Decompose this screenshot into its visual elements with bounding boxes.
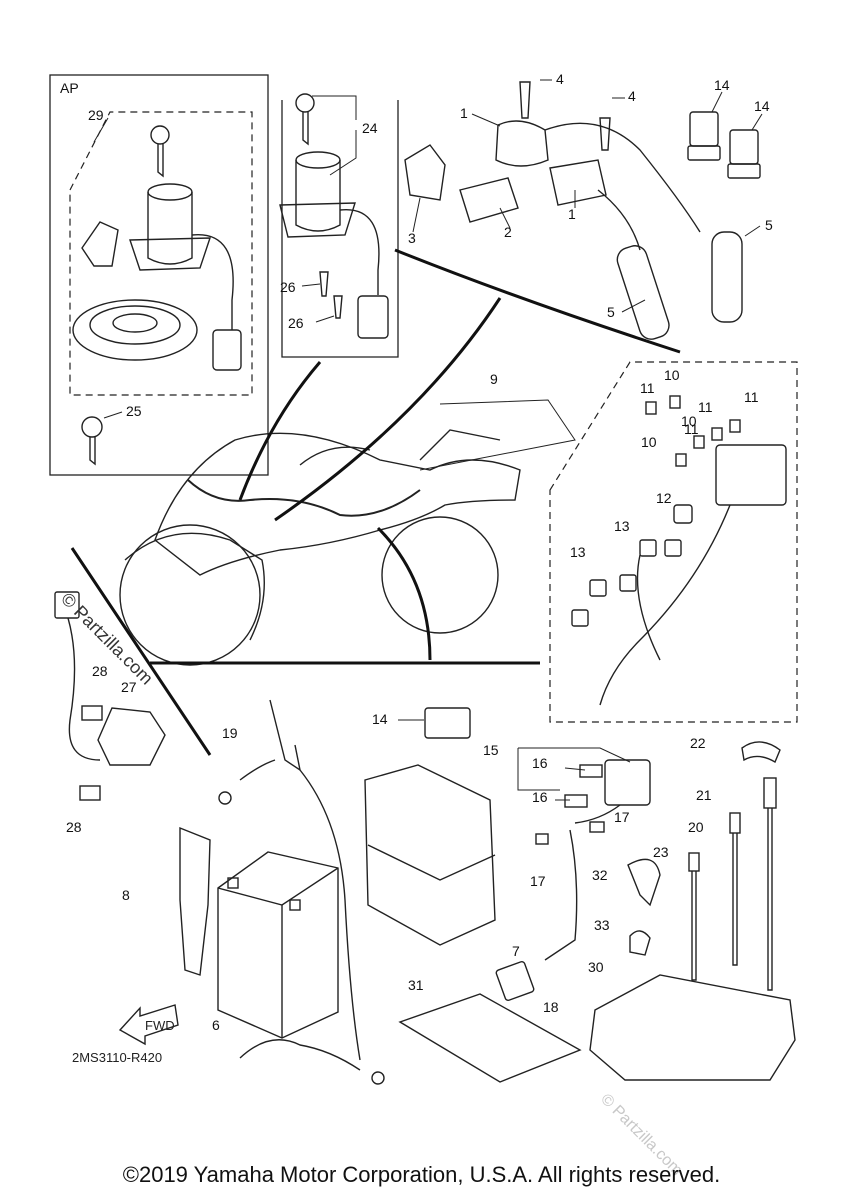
callout-number: 20	[688, 819, 704, 835]
callout-number: 33	[594, 917, 610, 933]
sensor-27-icon	[54, 591, 166, 801]
callout-number: 4	[628, 88, 636, 104]
sheet-31	[398, 993, 582, 1083]
callout-number: 15	[483, 742, 499, 758]
callout-number: 14	[372, 711, 388, 727]
callout-number: 11	[698, 399, 713, 415]
battery-cover-icon	[364, 764, 496, 946]
callout-number: 11	[640, 380, 655, 396]
callout-number: 10	[664, 367, 680, 383]
relay-assembly-icon	[404, 81, 743, 340]
clamp-33-icon	[629, 930, 651, 956]
callout-number: 1	[568, 206, 576, 222]
callout-number: 10	[681, 413, 697, 429]
key-blank-icon	[81, 416, 103, 466]
callout-number: 28	[66, 819, 82, 835]
callout-number: 11	[744, 389, 759, 405]
ap-kit-box	[49, 74, 269, 476]
fuse-box-icon	[571, 444, 787, 706]
callout-number: 1	[460, 105, 468, 121]
cable-19-icon	[218, 699, 361, 1061]
bolt-17-icon	[535, 821, 605, 845]
callout-number: 31	[408, 977, 424, 993]
callout-number: 17	[614, 809, 630, 825]
battery-icon	[217, 851, 339, 1039]
relay-14-mid-icon	[398, 707, 471, 739]
callout-number: 13	[570, 544, 586, 560]
callout-number: 16	[532, 755, 548, 771]
callout-number: 14	[714, 77, 730, 93]
motorcycle-outline	[119, 429, 521, 666]
bracket-8	[179, 826, 211, 976]
relay-14-icon	[687, 111, 761, 179]
callout-number: 19	[222, 725, 238, 741]
callout-number: 13	[614, 518, 630, 534]
key-set-icon	[279, 93, 389, 339]
callout-number: 24	[362, 120, 378, 136]
callout-number: 5	[607, 304, 615, 320]
clamp-32-icon	[627, 858, 661, 907]
callout-number: 26	[280, 279, 296, 295]
callout-number: 25	[126, 403, 142, 419]
callout-number: 4	[556, 71, 564, 87]
main-switch-icon	[129, 183, 242, 371]
callout-number: 30	[588, 959, 604, 975]
fwd-arrow-icon	[118, 1004, 179, 1046]
fwd-label: FWD	[145, 1018, 175, 1033]
callout-number: 9	[490, 371, 498, 387]
callout-number: 16	[532, 789, 548, 805]
fuses-icon	[645, 395, 741, 467]
callout-number: 27	[121, 679, 137, 695]
copyright-notice: ©2019 Yamaha Motor Corporation, U.S.A. A…	[122, 1162, 721, 1187]
fuel-cap-icon	[72, 299, 198, 361]
tray-30	[589, 974, 796, 1081]
callout-number: 11	[684, 421, 699, 437]
callout-number: 8	[122, 887, 130, 903]
ignition-key-icon	[150, 125, 170, 178]
callout-number: 28	[92, 663, 108, 679]
callout-number: 29	[88, 107, 104, 123]
callout-number: 17	[530, 873, 546, 889]
seat-lock-icon	[81, 221, 119, 267]
callout-number: AP	[60, 80, 79, 96]
callout-number: 26	[288, 315, 304, 331]
callout-number: 21	[696, 787, 712, 803]
callout-number: 14	[754, 98, 770, 114]
cable-ties-icon	[688, 777, 777, 991]
callout-number: 32	[592, 867, 608, 883]
cable-18-icon	[495, 829, 578, 1002]
starter-relay-icon	[564, 759, 651, 824]
callout-number: 12	[656, 490, 672, 506]
callout-number: 23	[653, 844, 669, 860]
callout-number: 10	[641, 434, 657, 450]
clamp-22-icon	[741, 741, 781, 764]
callout-number: 7	[512, 943, 520, 959]
callout-number: 6	[212, 1017, 220, 1033]
callout-number: 3	[408, 230, 416, 246]
reference-code: 2MS3110-R420	[72, 1050, 162, 1065]
callout-number: 18	[543, 999, 559, 1015]
callout-number: 22	[690, 735, 706, 751]
callout-number: 2	[504, 224, 512, 240]
callout-number: 5	[765, 217, 773, 233]
